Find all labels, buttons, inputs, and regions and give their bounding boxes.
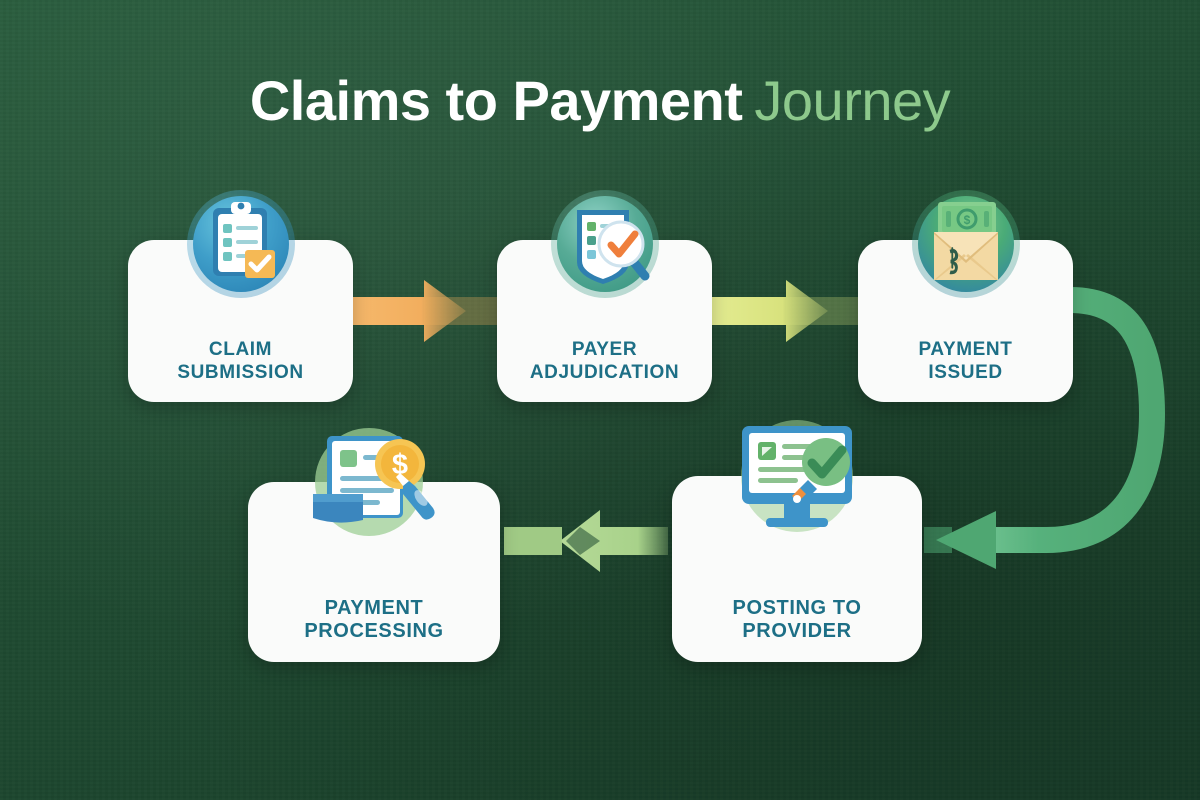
arrow-posting-to-processing [504,510,668,572]
step-label-line2: SUBMISSION [177,361,304,383]
step-label-line2: ISSUED [928,361,1003,383]
clipboard-checklist-icon [181,184,301,304]
step-label-line2: PROVIDER [742,620,852,643]
step-label-payer-adjudication: PAYER ADJUDICATION [497,339,712,384]
step-card-payment-issued[interactable]: $ PAYMENT ISSUED [858,190,1073,402]
svg-text:$: $ [963,213,970,227]
invoice-dollar-coin-icon: $ [299,420,449,560]
step-label-line1: PAYMENT [324,596,424,619]
step-label-line2: ADJUDICATION [529,361,680,383]
step-label-payment-issued: PAYMENT ISSUED [858,339,1073,384]
monitor-check-icon [722,414,872,554]
step-card-payment-processing[interactable]: $ PAYMENT PROCESSING [248,428,500,662]
step-card-posting-to-provider[interactable]: POSTING TO PROVIDER [672,420,922,662]
step-label-posting-to-provider: POSTING TO PROVIDER [672,597,922,644]
arrow-issued-to-posting [924,287,1166,569]
step-card-payer-adjudication[interactable]: PAYER ADJUDICATION [497,190,712,402]
step-label-line2: PROCESSING [304,620,444,643]
document-magnifier-check-icon [545,184,665,304]
step-label-line1: PAYMENT [918,339,1013,361]
arrow-payer-to-issued [708,280,864,342]
arrow-claim-to-payer [348,280,504,342]
envelope-money-icon: $ [906,184,1026,304]
page-title-strong: Claims to Payment [249,69,743,132]
svg-text:$: $ [392,449,408,481]
step-label-line1: PAYER [571,339,638,361]
step-card-claim-submission[interactable]: CLAIM SUBMISSION [128,190,353,402]
step-label-line1: POSTING TO [732,596,862,619]
step-label-claim-submission: CLAIM SUBMISSION [128,339,353,384]
page-title-accent: Journey [754,69,951,132]
step-label-payment-processing: PAYMENT PROCESSING [248,597,500,644]
step-label-line1: CLAIM [208,339,273,361]
